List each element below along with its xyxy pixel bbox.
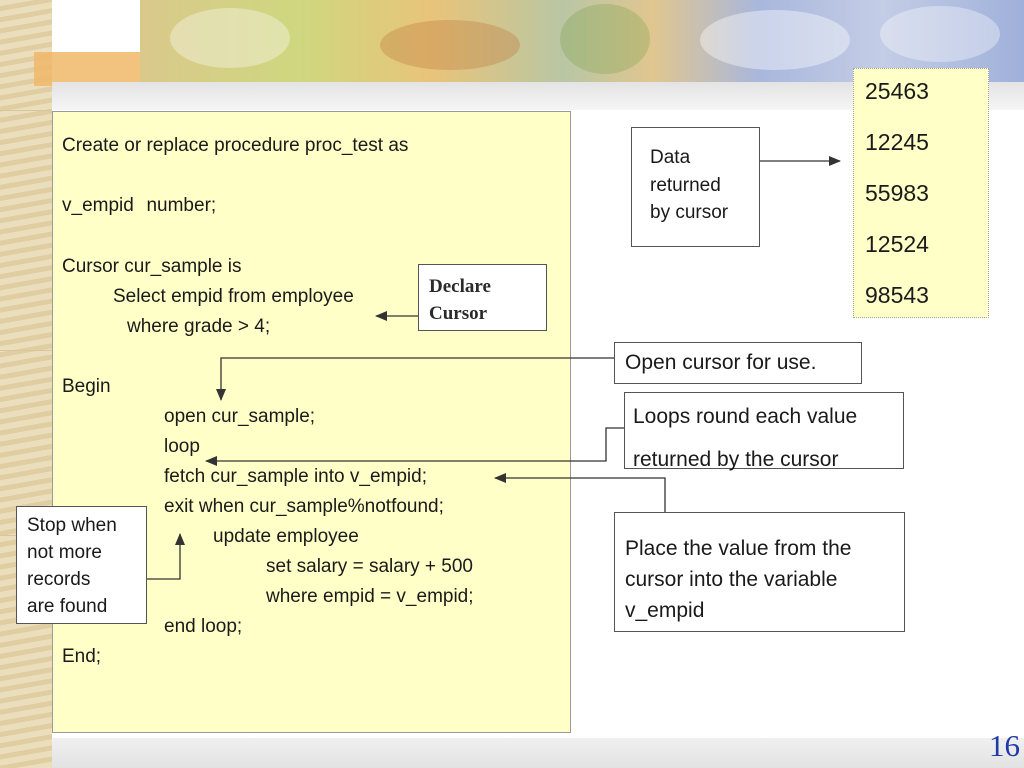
left-decor-strip (0, 0, 52, 768)
callout-line: are found (27, 596, 108, 617)
returned-value: 12245 (865, 129, 929, 155)
callout-line: v_empid (625, 599, 705, 622)
stop-when-callout: Stop when not more records are found (16, 506, 147, 624)
arrow-place-value (494, 473, 666, 512)
declare-cursor-callout: Declare Cursor (418, 264, 547, 331)
returned-value: 55983 (865, 180, 929, 206)
code-line: fetch cur_sample into v_empid; (164, 466, 427, 487)
returned-value: 98543 (865, 282, 929, 308)
callout-line: Cursor (429, 303, 488, 324)
code-line: Select empid from employee (113, 286, 354, 307)
callout-line: not more (27, 542, 102, 563)
place-value-callout: Place the value from the cursor into the… (614, 512, 905, 632)
code-line: Cursor cur_sample is (62, 256, 242, 277)
code-line: open cur_sample; (164, 406, 316, 427)
arrow-loops-round (205, 427, 624, 466)
code-line: loop (164, 436, 200, 457)
arrow-open-cursor (216, 357, 614, 401)
returned-values-list (853, 68, 989, 318)
callout-line: Declare (429, 276, 491, 297)
loops-round-callout: Loops round each value returned by the c… (624, 392, 904, 471)
page-number: 16 (989, 728, 1020, 763)
returned-value: 12524 (865, 231, 929, 257)
code-line: Create or replace procedure proc_test as (62, 135, 409, 156)
callout-line: Stop when (27, 515, 117, 536)
code-line: Begin (62, 376, 111, 397)
code-line: where empid = v_empid; (266, 586, 474, 607)
code-line: End; (62, 646, 102, 667)
code-line: set salary = salary + 500 (266, 556, 473, 577)
callout-line: records (27, 569, 91, 590)
code-line: update employee (213, 526, 359, 547)
callout-line: Data (650, 147, 691, 168)
callout-line: returned by the cursor (633, 448, 839, 471)
code-panel (52, 111, 571, 733)
callout-line: Open cursor for use. (625, 351, 817, 374)
data-returned-callout: Data returned by cursor (631, 127, 760, 247)
arrow-stop-when (147, 533, 185, 580)
open-cursor-callout: Open cursor for use. (614, 342, 862, 384)
code-line: where grade > 4; (127, 316, 271, 337)
bottom-shadow-band (52, 738, 1024, 768)
callout-line: Loops round each value (633, 405, 858, 428)
returned-value: 25463 (865, 78, 929, 104)
code-line: end loop; (164, 616, 243, 637)
callout-line: cursor into the variable (625, 568, 838, 591)
callout-line: returned (650, 174, 721, 196)
code-line: exit when cur_sample%notfound; (164, 496, 444, 517)
code-line: v_empid number; (62, 195, 217, 216)
callout-line: Place the value from the (625, 537, 852, 560)
callout-line: by cursor (650, 202, 729, 223)
